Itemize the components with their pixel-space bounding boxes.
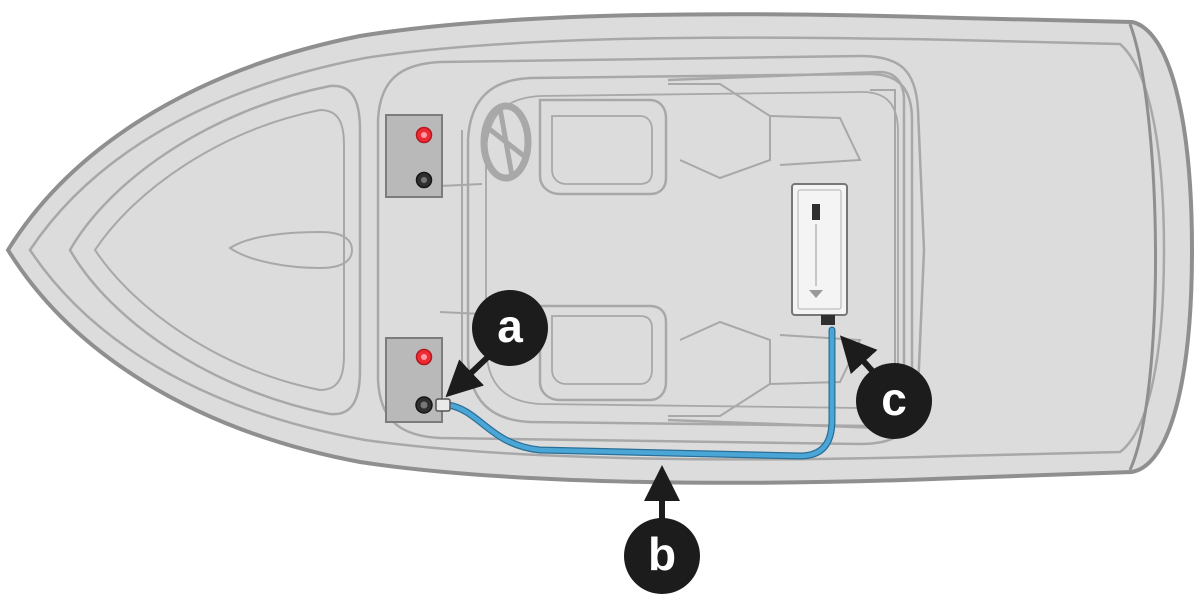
ring-terminal <box>435 398 451 412</box>
callout-a-label: a <box>497 300 523 352</box>
windshield <box>376 54 926 446</box>
cable-icon <box>435 326 836 460</box>
positive-terminal-center <box>421 354 427 360</box>
callout-a: a <box>472 290 548 366</box>
negative-terminal-center <box>420 401 428 409</box>
hull-rim <box>28 36 1166 461</box>
steering-wheel-icon <box>480 102 532 182</box>
stern-line <box>1128 23 1157 471</box>
bow-deck <box>68 84 362 416</box>
negative-terminal-center <box>421 177 427 183</box>
boat-hull <box>5 12 1195 485</box>
callout-c-arrow <box>839 335 879 378</box>
positive-terminal-center <box>421 132 427 138</box>
cable-fill <box>445 327 835 459</box>
callout-c: c <box>856 363 932 439</box>
callout-b-label: b <box>648 528 676 580</box>
callout-a-arrow <box>445 352 493 398</box>
helm-seat <box>538 98 668 196</box>
bow-deck-inner <box>93 108 345 392</box>
callout-c-label: c <box>881 373 907 425</box>
charger-connector <box>821 315 835 325</box>
battery-2 <box>385 337 443 423</box>
callout-b: b <box>624 518 700 594</box>
battery-1 <box>385 114 443 198</box>
bow-cushion <box>228 230 354 270</box>
passenger-seat <box>538 304 668 402</box>
indicator-led <box>812 204 820 220</box>
charger-unit-icon <box>791 183 848 325</box>
